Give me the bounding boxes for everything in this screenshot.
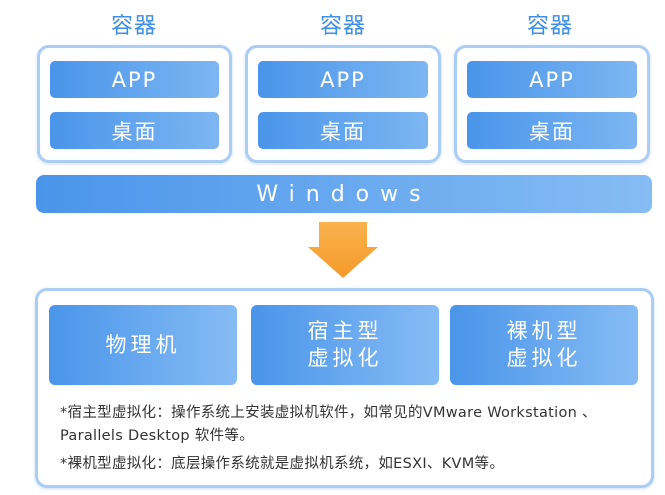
container-box-2: APP 桌面	[245, 45, 441, 163]
windows-os-bar: Windows	[36, 175, 652, 213]
container-box-3: APP 桌面	[454, 45, 650, 163]
container-desktop-bar: 桌面	[467, 112, 637, 149]
host-type-physical: 物理机	[49, 305, 237, 385]
host-type-label-line1: 裸机型	[506, 319, 582, 343]
host-type-bare-metal: 裸机型 虚拟化	[450, 305, 638, 385]
host-type-hosted: 宿主型 虚拟化	[251, 305, 439, 385]
host-type-label-line2: 虚拟化	[506, 346, 582, 370]
container-app-bar: APP	[467, 61, 637, 98]
host-panel: 物理机 宿主型 虚拟化 裸机型 虚拟化 *宿主型虚拟化：操作系统上安装虚拟机软件…	[35, 288, 654, 488]
container-app-bar: APP	[50, 61, 219, 98]
container-title-3: 容器	[526, 14, 573, 39]
note-hosted-virtualization: *宿主型虚拟化：操作系统上安装虚拟机软件，如常见的VMware Workstat…	[60, 405, 597, 444]
container-desktop-bar: 桌面	[258, 112, 428, 149]
host-type-label-line2: 虚拟化	[307, 346, 383, 370]
down-arrow-icon	[308, 222, 378, 278]
notes: *宿主型虚拟化：操作系统上安装虚拟机软件，如常见的VMware Workstat…	[60, 402, 640, 476]
host-type-label-line1: 宿主型	[307, 319, 383, 343]
container-app-bar: APP	[258, 61, 428, 98]
container-title-1: 容器	[110, 14, 157, 39]
container-box-1: APP 桌面	[37, 45, 232, 163]
note-bare-metal-virtualization: *裸机型虚拟化：底层操作系统就是虚拟机系统，如ESXI、KVM等。	[60, 456, 505, 472]
container-desktop-bar: 桌面	[50, 112, 219, 149]
container-title-2: 容器	[319, 14, 366, 39]
host-type-label: 物理机	[105, 332, 181, 357]
